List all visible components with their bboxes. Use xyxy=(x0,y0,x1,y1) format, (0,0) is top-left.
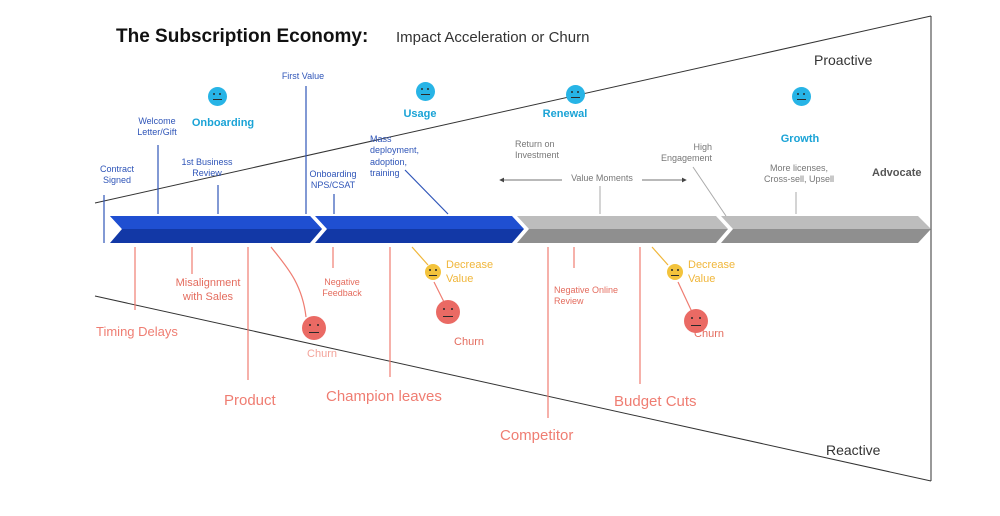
event-return-on-investment: Return on Investment xyxy=(515,139,560,161)
reactive-boundary-line xyxy=(94,295,932,482)
proactive-label: Proactive xyxy=(814,52,873,68)
event-contract-signed: Contract Signed xyxy=(99,164,134,186)
event-churn-2: Churn xyxy=(454,336,484,348)
reactive-label: Reactive xyxy=(826,442,881,458)
event-product: Product xyxy=(224,392,276,409)
churn-1-connector xyxy=(270,246,307,318)
churn-3-connector xyxy=(677,281,693,313)
event-competitor: Competitor xyxy=(500,427,574,444)
churn-2-connector xyxy=(433,281,445,303)
event-timing-delays: Timing Delays xyxy=(96,324,178,339)
stage-onboarding: Onboarding xyxy=(191,117,255,129)
sad-face-icon xyxy=(436,300,460,324)
event-value-moments: Value Moments xyxy=(562,173,642,185)
diagram-subtitle: Impact Acceleration or Churn xyxy=(396,29,590,46)
timeline-segment-usage xyxy=(315,216,524,243)
proactive-boundary-line xyxy=(94,15,932,204)
event-high-engagement: High Engagement xyxy=(660,142,712,164)
timeline-segment-renewal xyxy=(517,216,728,243)
event-welcome-letter: Welcome Letter/Gift xyxy=(137,116,177,138)
event-churn-1: Churn xyxy=(307,348,337,360)
event-negative-feedback: Negative Feedback xyxy=(322,277,362,299)
event-first-business-review: 1st Business Review xyxy=(181,157,233,179)
timeline-segment-growth xyxy=(721,216,931,243)
timeline-segment-onboarding xyxy=(110,216,322,243)
stage-advocate: Advocate xyxy=(872,167,922,179)
event-onboarding-nps: Onboarding NPS/CSAT xyxy=(309,169,357,191)
sad-face-icon xyxy=(302,316,326,340)
event-misalignment: Misalignment with Sales xyxy=(175,277,241,303)
neutral-face-icon xyxy=(425,264,441,280)
event-decrease-value-2: Decrease Value xyxy=(688,259,736,285)
event-first-value: First Value xyxy=(281,71,325,81)
high-engagement-connector xyxy=(692,166,727,217)
neutral-face-icon xyxy=(667,264,683,280)
event-mass-deployment: Mass deployment, adoption, training xyxy=(370,134,420,178)
event-negative-online-review: Negative Online Review xyxy=(554,285,619,307)
sad-face-icon xyxy=(684,309,708,333)
mass-deployment-connector xyxy=(404,169,449,215)
decrease-value-2-connector xyxy=(651,246,669,266)
happy-face-icon xyxy=(792,87,811,106)
stage-renewal: Renewal xyxy=(542,108,588,120)
event-decrease-value-1: Decrease Value xyxy=(446,259,494,285)
event-more-licenses: More licenses, Cross-sell, Upsell xyxy=(763,163,834,185)
happy-face-icon xyxy=(416,82,435,101)
stage-growth: Growth xyxy=(780,133,820,145)
event-budget-cuts: Budget Cuts xyxy=(614,393,697,410)
happy-face-icon xyxy=(566,85,585,104)
decrease-value-1-connector xyxy=(411,246,429,266)
happy-face-icon xyxy=(208,87,227,106)
diagram-title: The Subscription Economy: xyxy=(116,26,369,47)
event-champion-leaves: Champion leaves xyxy=(326,388,442,405)
stage-usage: Usage xyxy=(403,108,437,120)
